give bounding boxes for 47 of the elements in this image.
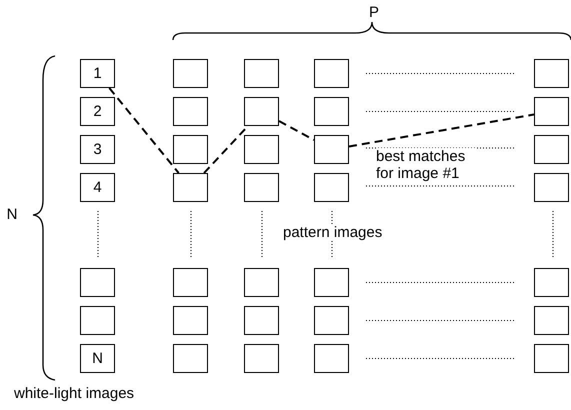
image-box [534,173,569,202]
text-label: P [368,4,380,21]
image-box [314,344,349,373]
image-box [173,306,208,335]
dashed-connector [108,87,180,174]
image-box [534,268,569,297]
image-box [80,97,115,126]
image-box [534,306,569,335]
image-box [314,59,349,88]
text-label: best matches for image #1 [376,148,476,182]
image-box [80,135,115,164]
image-box [173,97,208,126]
image-box [314,135,349,164]
image-box [80,173,115,202]
image-box [314,173,349,202]
image-box [173,268,208,297]
image-box [534,344,569,373]
box-number: 4 [93,179,102,196]
image-box [80,59,115,88]
box-number: 1 [93,65,102,82]
dashed-connector [278,120,314,141]
image-box [314,97,349,126]
image-box [244,59,279,88]
image-box [244,306,279,335]
image-box [244,173,279,202]
image-box [244,344,279,373]
text-label: N [6,206,18,223]
image-box [80,344,115,373]
box-number: 2 [93,103,102,120]
image-box [173,344,208,373]
image-box [534,59,569,88]
box-number: 3 [93,141,102,158]
image-box [173,135,208,164]
image-box [244,97,279,126]
dashed-connector [348,114,534,148]
image-box [173,173,208,202]
image-box [314,306,349,335]
box-number: N [92,350,103,367]
image-box [244,135,279,164]
image-box [173,59,208,88]
image-box [80,268,115,297]
image-box [534,97,569,126]
image-box [80,306,115,335]
image-box [244,268,279,297]
image-box [534,135,569,164]
image-box [314,268,349,297]
text-label: white-light images [14,385,136,402]
